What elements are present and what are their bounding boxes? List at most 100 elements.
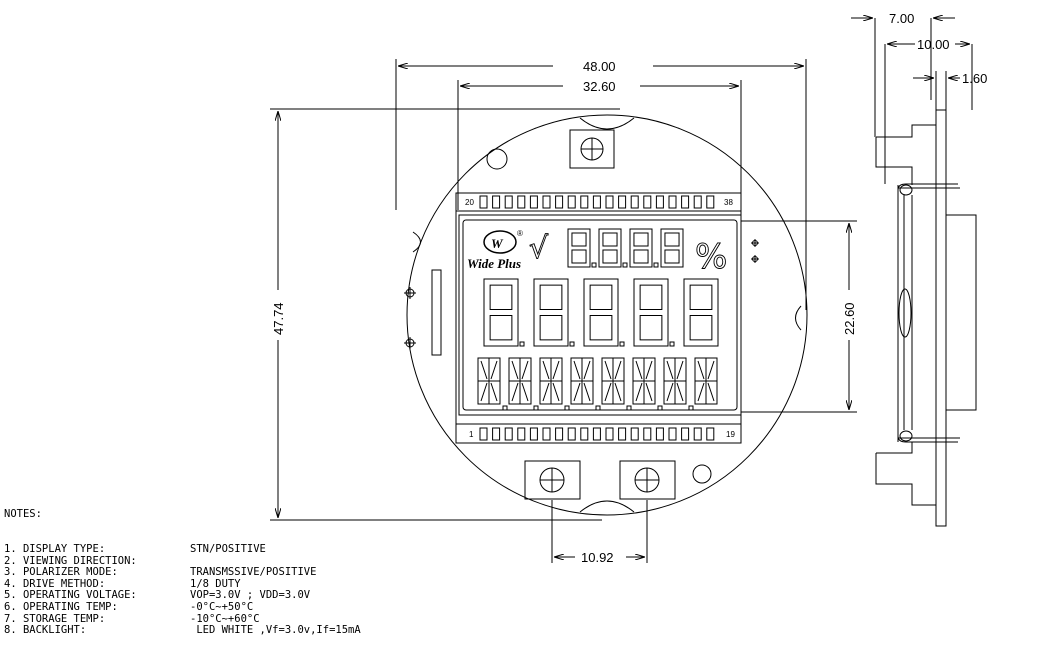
pin [592, 195, 601, 209]
decimal-point [622, 262, 628, 268]
note-item: 6. OPERATING TEMP: -0°C~+50°C [4, 600, 361, 614]
pin-row-bottom [479, 427, 715, 441]
side-view [851, 18, 977, 527]
note-item: 1. DISPLAY TYPE:STN/POSITIVE [4, 542, 361, 556]
decimal-point [564, 405, 570, 411]
pin [681, 427, 690, 441]
decimal-point [502, 405, 508, 411]
note-value: -0°C~+50°C [190, 600, 254, 613]
note-value: LED WHITE ,Vf=3.0v,If=15mA [190, 624, 361, 637]
pin [542, 427, 551, 441]
decimal-point [519, 341, 525, 347]
note-item: 2. VIEWING DIRECTION: [4, 555, 361, 568]
pin [529, 195, 538, 209]
alnum-char [601, 357, 632, 411]
digit-row-top [567, 228, 684, 268]
pin [479, 427, 488, 441]
alnum-char [539, 357, 570, 411]
component-top [569, 129, 615, 169]
pin-label-38: 38 [724, 198, 733, 207]
segment-digit [633, 278, 675, 347]
pin [655, 195, 664, 209]
alnum-char [632, 357, 663, 411]
pin [479, 195, 488, 209]
pin [618, 427, 627, 441]
note-value: -10°C~+60°C [190, 612, 260, 625]
note-item: 8. BACKLIGHT: LED WHITE ,Vf=3.0v,If=15mA [4, 625, 361, 637]
note-value: STN/POSITIVE [190, 542, 266, 555]
note-label: 3. POLARIZER MODE: [4, 566, 118, 579]
note-label: 8. BACKLIGHT: [4, 624, 87, 637]
pin-label-1: 1 [469, 430, 474, 439]
component-bottom-right [619, 460, 676, 500]
decimal-point [533, 405, 539, 411]
decimal-point [626, 405, 632, 411]
pin [555, 427, 564, 441]
decimal-point [669, 341, 675, 347]
decimal-point [653, 262, 659, 268]
pin [643, 195, 652, 209]
decimal-point [688, 405, 694, 411]
note-item: 4. DRIVE METHOD:1/8 DUTY [4, 577, 361, 591]
note-item: 3. POLARIZER MODE: TRANSMSSIVE/POSITIVE [4, 567, 361, 579]
pin-label-20: 20 [465, 198, 474, 207]
pcb-left-tab [431, 269, 442, 356]
crosshair-mark [404, 337, 416, 349]
segment-digit [629, 228, 659, 268]
pin [542, 195, 551, 209]
pin [693, 427, 702, 441]
decimal-point [595, 405, 601, 411]
pin [605, 427, 614, 441]
pin [567, 195, 576, 209]
svg-text:®: ® [517, 229, 523, 238]
pin [706, 427, 715, 441]
note-value: TRANSMSSIVE/POSITIVE [190, 566, 317, 579]
segment-digit [483, 278, 525, 347]
crosshair-mark [751, 255, 759, 263]
pin [706, 195, 715, 209]
note-item: 7. STORAGE TEMP: -10°C~+60°C [4, 612, 361, 626]
dim-height-outer: 47.74 [271, 302, 286, 335]
dim-side-a: 7.00 [889, 11, 914, 26]
notch-top [579, 117, 635, 130]
percent-symbol: % [695, 237, 727, 277]
pin-row-top [479, 195, 715, 209]
segment-digit [660, 228, 684, 268]
pin [681, 195, 690, 209]
digit-row-main [483, 278, 719, 347]
dim-width-outer: 48.00 [583, 59, 616, 74]
note-label: 7. STORAGE TEMP: [4, 612, 106, 625]
brand-logo: W ® Wide Plus [467, 229, 523, 271]
pin [592, 427, 601, 441]
svg-text:W: W [491, 236, 504, 251]
svg-text:Wide Plus: Wide Plus [467, 256, 521, 271]
dim-pin-spacing: 10.92 [581, 550, 614, 565]
segment-digit [598, 228, 628, 268]
pin [517, 195, 526, 209]
sqrt-symbol: √ [529, 231, 549, 266]
mount-hole [692, 464, 712, 484]
dim-side-c: 1.60 [962, 71, 987, 86]
notes-title: NOTES: [4, 508, 42, 521]
pin [668, 427, 677, 441]
pin [504, 427, 513, 441]
pin [492, 195, 501, 209]
pin [693, 195, 702, 209]
note-label: 6. OPERATING TEMP: [4, 600, 118, 613]
crosshair-mark [751, 239, 759, 247]
note-label: 4. DRIVE METHOD: [4, 577, 106, 590]
alnum-char [694, 357, 718, 405]
pin [655, 427, 664, 441]
pin [668, 195, 677, 209]
notch-right [795, 305, 802, 331]
pin [504, 195, 513, 209]
decimal-point [619, 341, 625, 347]
alnum-char [477, 357, 508, 411]
notch-left [412, 231, 421, 253]
pin [529, 427, 538, 441]
component-bottom-left [524, 460, 581, 500]
pin-label-19: 19 [726, 430, 735, 439]
pin [630, 195, 639, 209]
